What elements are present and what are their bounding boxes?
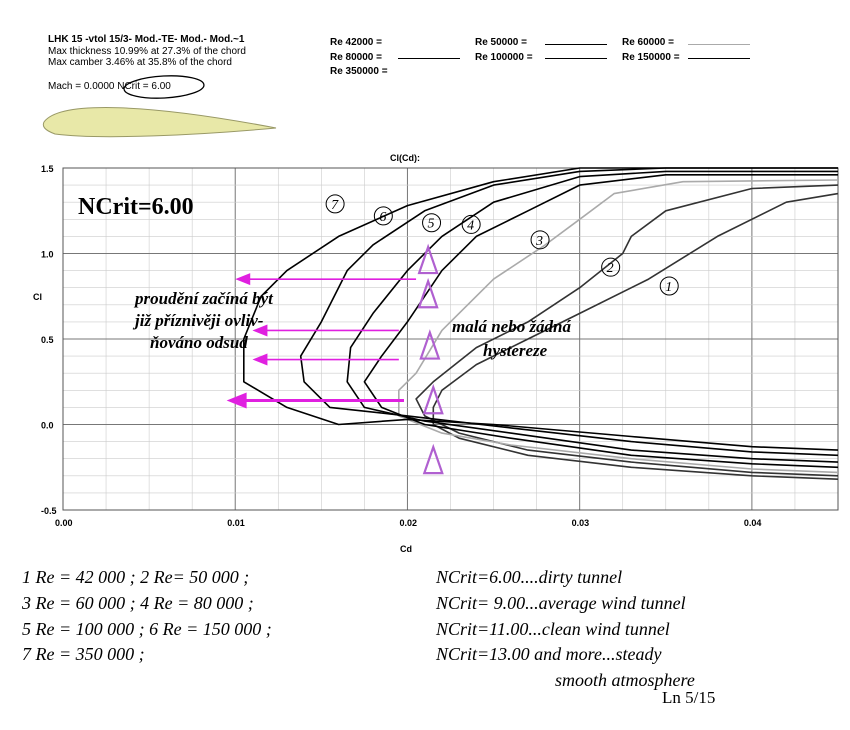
curve-label-2: 2 bbox=[607, 261, 614, 276]
arrow-head bbox=[226, 392, 247, 409]
arrow-head bbox=[252, 324, 268, 337]
airfoil-title: LHK 15 -vtol 15/3- Mod.-TE- Mod.- Mod.~1 bbox=[48, 34, 245, 45]
series-line-5 bbox=[346, 170, 839, 463]
re-list-line-4: 7 Re = 350 000 ; bbox=[22, 644, 145, 664]
legend-line-60000 bbox=[688, 44, 750, 45]
series-line-4 bbox=[363, 174, 839, 469]
curve-label-circle bbox=[601, 257, 621, 277]
series-line-3 bbox=[398, 179, 839, 474]
curve-label-circle bbox=[659, 276, 679, 296]
re-list-line-3: 5 Re = 100 000 ; 6 Re = 150 000 ; bbox=[22, 619, 272, 639]
legend-re-80000: Re 80000 = bbox=[330, 52, 382, 63]
triangle-group bbox=[417, 243, 444, 475]
legend-re-42000: Re 42000 = bbox=[330, 37, 382, 48]
curve-label-1: 1 bbox=[665, 280, 672, 295]
legend-line-50000 bbox=[545, 44, 607, 45]
curve-label-circle bbox=[373, 206, 393, 226]
ncrit-value: NCrit = 6.00 bbox=[117, 81, 171, 92]
legend-line-80000 bbox=[398, 58, 460, 59]
plot-frame bbox=[62, 167, 839, 511]
ncrit-list-line-2: NCrit= 9.00...average wind tunnel bbox=[436, 593, 686, 613]
series-line-1 bbox=[432, 192, 839, 480]
y-tick-label: -0.5 bbox=[41, 506, 57, 516]
x-axis-label: Cd bbox=[400, 544, 412, 554]
page-number: Ln 5/15 bbox=[662, 688, 716, 707]
arrow-head bbox=[235, 273, 251, 286]
re-list-line-2: 3 Re = 60 000 ; 4 Re = 80 000 ; bbox=[22, 593, 254, 613]
ncrit-annotation: NCrit=6.00 bbox=[78, 194, 194, 220]
left-note-line-2: již příznivěji ovliv- bbox=[135, 311, 264, 330]
curve-label-circle bbox=[530, 230, 550, 250]
legend-re-100000: Re 100000 = bbox=[475, 52, 533, 63]
ncrit-list-line-4: NCrit=13.00 and more...steady bbox=[436, 644, 662, 664]
y-tick-label: 0.0 bbox=[41, 421, 54, 431]
ncrit-list-line-5: smooth atmosphere bbox=[555, 670, 695, 690]
x-tick-label: 0.02 bbox=[399, 518, 417, 528]
curve-label-4: 4 bbox=[467, 218, 474, 233]
legend-re-350000: Re 350000 = bbox=[330, 66, 388, 77]
x-tick-label: 0.04 bbox=[744, 518, 762, 528]
ncrit-list-line-1: NCrit=6.00....dirty tunnel bbox=[436, 567, 623, 587]
curve-label-5: 5 bbox=[428, 217, 435, 232]
re-list-line-1: 1 Re = 42 000 ; 2 Re= 50 000 ; bbox=[22, 567, 250, 587]
arrow-head bbox=[252, 353, 268, 366]
series-line-2 bbox=[415, 184, 839, 477]
y-tick-label: 1.0 bbox=[41, 250, 54, 260]
chart-title: Cl(Cd): bbox=[390, 153, 420, 163]
series-line-7 bbox=[243, 167, 839, 451]
curve-label-circle bbox=[325, 194, 345, 214]
legend-line-150000 bbox=[688, 58, 750, 59]
legend-re-50000: Re 50000 = bbox=[475, 37, 527, 48]
left-note-line-3: ňováno odsud bbox=[150, 333, 248, 352]
right-note-line-1: malá nebo žádná bbox=[452, 317, 572, 336]
legend-line-100000 bbox=[545, 58, 607, 59]
legend-re-150000: Re 150000 = bbox=[622, 52, 680, 63]
right-note-line-2: hystereze bbox=[483, 341, 548, 360]
curve-label-circle bbox=[461, 214, 481, 234]
ncrit-list-line-3: NCrit=11.00...clean wind tunnel bbox=[436, 619, 670, 639]
triangle-marker bbox=[419, 329, 441, 360]
axis-ticks: 0.00 0.01 0.02 0.03 0.04 -0.5 0.0 0.5 1.0 1.5 bbox=[41, 164, 761, 528]
y-tick-label: 0.5 bbox=[41, 335, 54, 345]
legend-re-60000: Re 60000 = bbox=[622, 37, 674, 48]
triangle-marker bbox=[422, 443, 444, 475]
triangle-marker bbox=[417, 243, 439, 275]
x-tick-label: 0.01 bbox=[227, 518, 245, 528]
y-tick-label: 1.5 bbox=[41, 164, 54, 174]
airfoil-shape bbox=[42, 107, 277, 138]
max-camber: Max camber 3.46% at 35.8% of the chord bbox=[48, 57, 232, 68]
series-group bbox=[243, 167, 839, 480]
triangle-marker bbox=[422, 383, 444, 415]
max-thickness: Max thickness 10.99% at 27.3% of the cho… bbox=[48, 46, 246, 57]
left-note-line-1: proudění začíná být bbox=[135, 289, 273, 308]
curve-label-3: 3 bbox=[535, 234, 543, 249]
arrow-group bbox=[226, 273, 417, 409]
series-line-6 bbox=[299, 167, 839, 457]
curve-labels: 1 2 3 4 5 6 7 bbox=[325, 194, 679, 296]
curve-label-circle bbox=[422, 213, 442, 233]
chart-grid bbox=[62, 167, 839, 511]
curve-label-7: 7 bbox=[331, 198, 339, 213]
triangle-marker bbox=[417, 277, 439, 309]
x-tick-label: 0.03 bbox=[572, 518, 590, 528]
x-tick-label: 0.00 bbox=[55, 518, 73, 528]
ncrit-circle bbox=[123, 75, 205, 99]
mach-value: Mach = 0.0000 bbox=[48, 81, 115, 92]
curve-label-6: 6 bbox=[379, 210, 386, 225]
y-axis-label: Cl bbox=[33, 292, 42, 302]
mach-ncrit: Mach = 0.0000 NCrit = 6.00 bbox=[48, 81, 171, 92]
